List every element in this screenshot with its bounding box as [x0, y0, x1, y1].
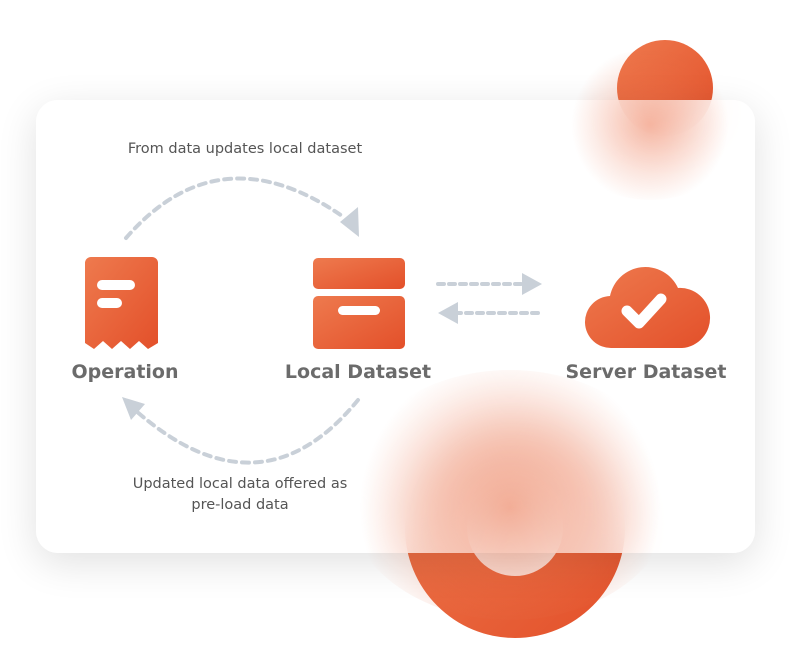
top-curved-arrow [124, 176, 347, 240]
bottom-arrow-head [122, 397, 145, 420]
glow-bottom [345, 370, 675, 620]
left-arrow [438, 302, 544, 324]
bottom-caption-line2: pre-load data [191, 497, 289, 513]
top-arrow-head [340, 207, 359, 237]
server-dataset-label: Server Dataset [565, 361, 727, 383]
local-dataset-label: Local Dataset [284, 361, 432, 383]
archive-box-icon [313, 258, 405, 349]
bottom-curved-arrow [133, 398, 360, 465]
top-caption: From data updates local dataset [127, 141, 363, 157]
receipt-icon [85, 257, 158, 349]
operation-label: Operation [71, 361, 179, 383]
right-arrow [436, 273, 542, 295]
bottom-caption-line1: Updated local data offered as [132, 476, 348, 492]
cloud-check-icon [584, 267, 711, 349]
glow-top [555, 50, 745, 200]
